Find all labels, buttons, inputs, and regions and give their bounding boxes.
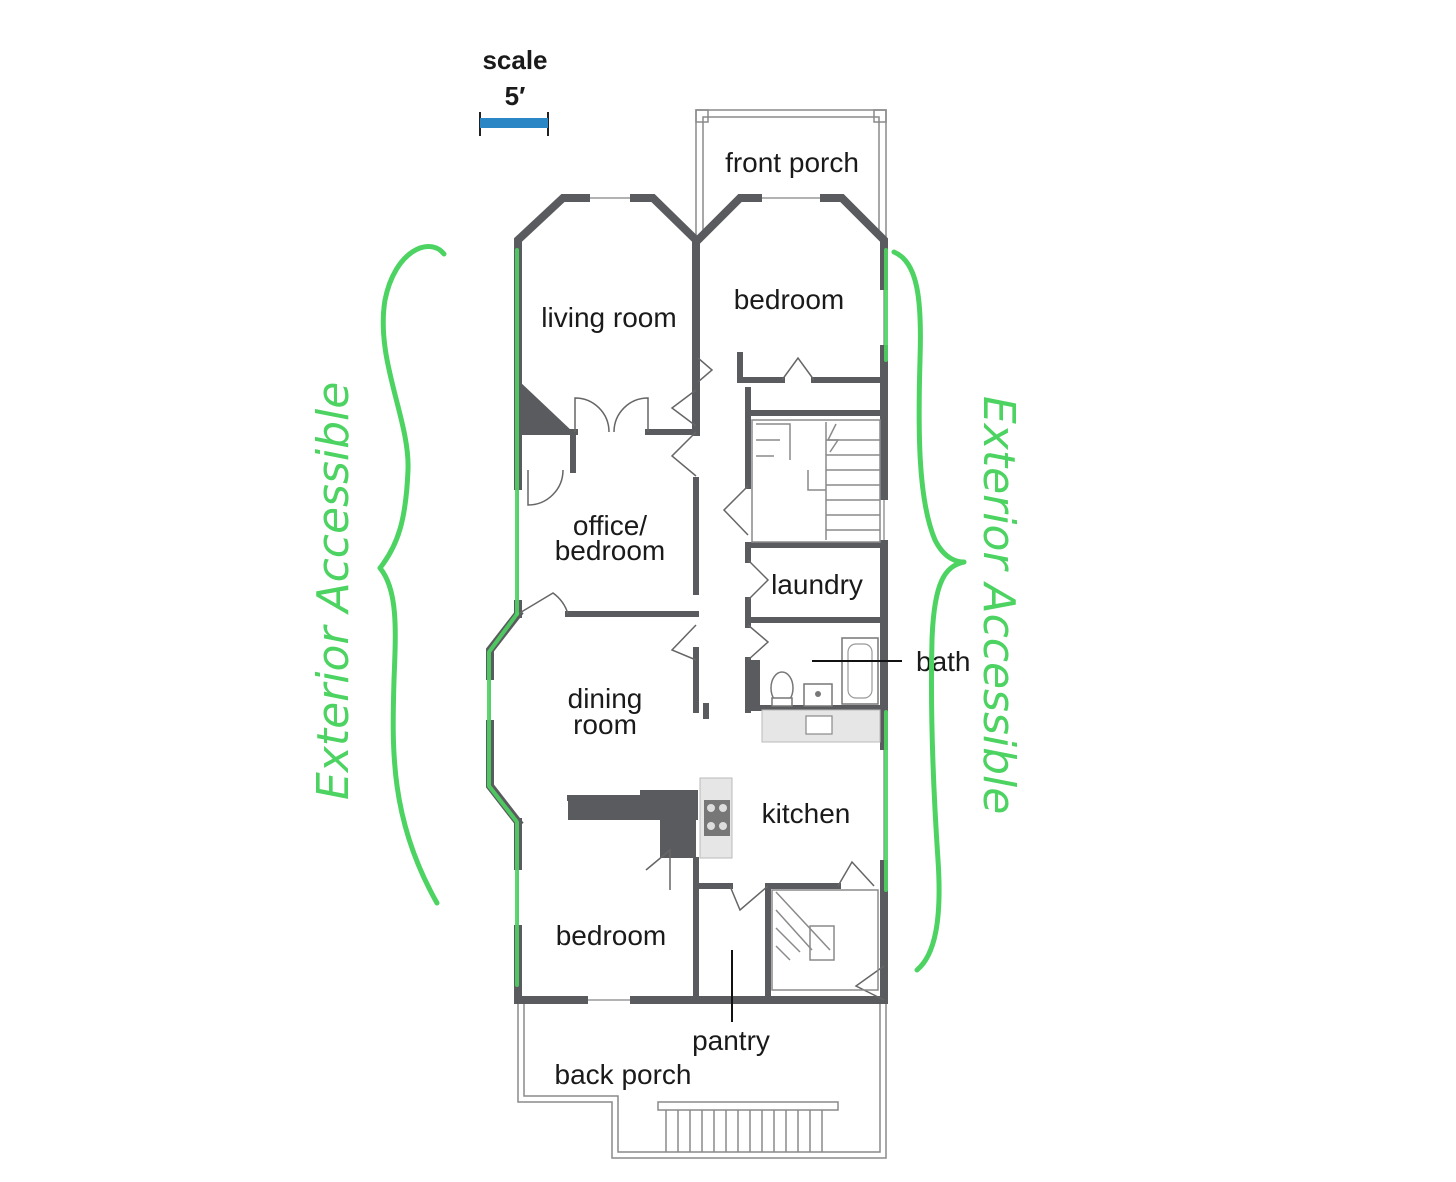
annotation-text-right: Exterior Accessible — [973, 396, 1024, 814]
room-labels: front porch living room bedroom office/ … — [541, 147, 970, 1090]
label-bedroom-rear: bedroom — [556, 920, 667, 951]
sink-icon — [805, 715, 833, 735]
kitchen-counter — [761, 709, 881, 743]
scale-title: scale — [482, 45, 547, 75]
label-front-porch: front porch — [725, 147, 859, 178]
stairs-icon — [751, 419, 881, 543]
exterior-highlights — [487, 248, 888, 987]
front-porch — [695, 109, 887, 238]
solid-wall-blocks — [518, 380, 760, 858]
label-back-porch: back porch — [555, 1059, 692, 1090]
scale-value: 5′ — [505, 81, 526, 111]
label-bedroom-front: bedroom — [734, 284, 845, 315]
scale-indicator: scale 5′ — [479, 45, 549, 136]
label-kitchen: kitchen — [762, 798, 851, 829]
interior-walls — [515, 352, 887, 1003]
toilet-icon — [770, 671, 794, 707]
annotation-left: Exterior Accessible — [308, 244, 447, 906]
scale-bar — [480, 118, 548, 128]
annotation-text-left: Exterior Accessible — [308, 382, 359, 800]
label-bath: bath — [916, 646, 971, 677]
back-stairs — [657, 1101, 839, 1152]
label-laundry: laundry — [771, 569, 863, 600]
label-living-room: living room — [541, 302, 676, 333]
annotation-right: Exterior Accessible — [891, 249, 1024, 973]
label-office-line1: office/ — [573, 510, 647, 541]
label-dining-line1: dining — [568, 683, 643, 714]
bath-sink-icon — [803, 683, 833, 707]
back-porch — [517, 1000, 887, 1159]
rear-stairs-icon — [771, 889, 879, 991]
doors — [517, 356, 885, 1001]
stove-icon — [699, 777, 733, 859]
label-office-line2: bedroom — [555, 535, 666, 566]
bathtub-icon — [841, 637, 879, 705]
label-pantry: pantry — [692, 1025, 770, 1056]
label-dining-line2: room — [573, 709, 637, 740]
